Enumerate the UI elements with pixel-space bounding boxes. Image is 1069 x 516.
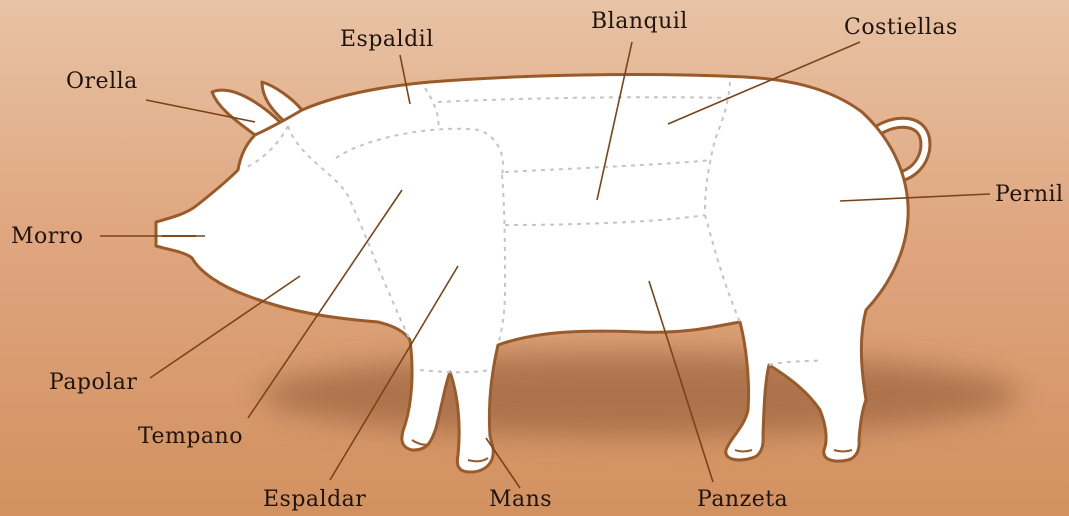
label-orella: Orella <box>66 69 138 94</box>
label-espaldil: Espaldil <box>340 27 434 52</box>
label-pernil: Pernil <box>995 182 1064 207</box>
label-morro: Morro <box>11 224 84 249</box>
label-espaldar: Espaldar <box>263 487 366 512</box>
label-mans: Mans <box>489 487 552 512</box>
label-tempano: Tempano <box>138 424 243 449</box>
label-papolar: Papolar <box>49 370 137 395</box>
label-panzeta: Panzeta <box>697 487 788 512</box>
leader-papolar <box>150 276 300 378</box>
label-costiellas: Costiellas <box>844 15 958 40</box>
pig-shadow <box>260 353 1020 437</box>
label-blanquil: Blanquil <box>591 9 688 34</box>
